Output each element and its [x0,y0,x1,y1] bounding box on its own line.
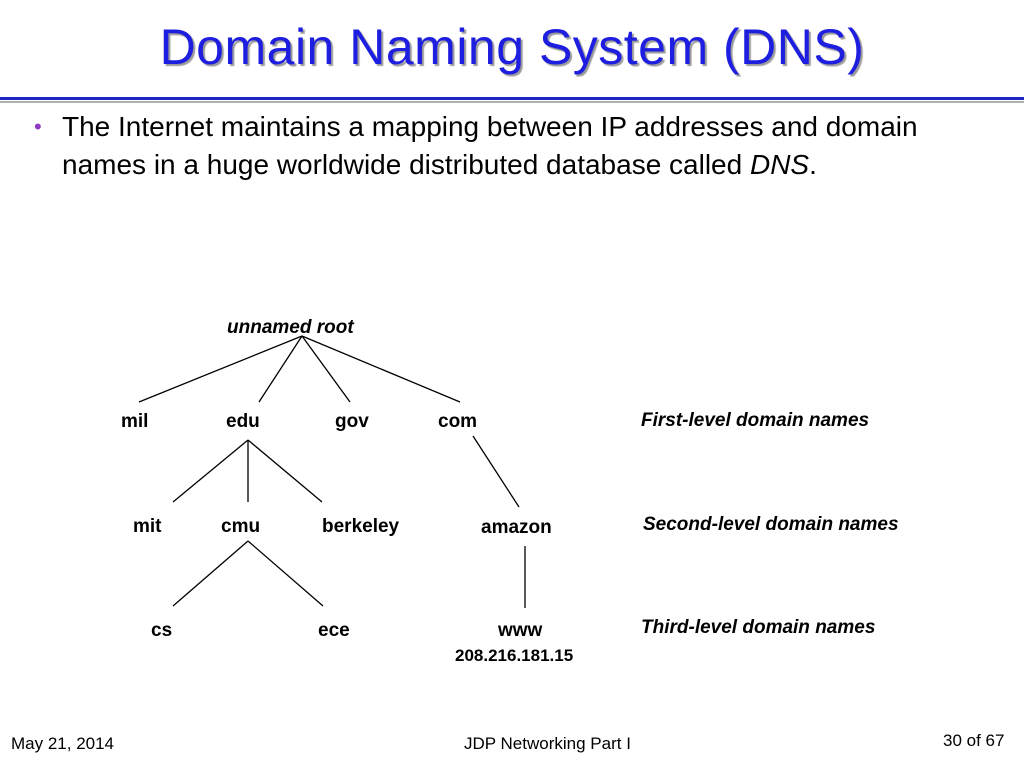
edge-root-com [301,335,461,403]
node-ece: ece [318,620,350,641]
edge-root-mil [138,335,303,403]
node-gov: gov [335,411,369,432]
bullet-emphasis: DNS [749,149,810,180]
node-www: www [498,620,543,641]
footer-course: JDP Networking Part I [464,734,631,753]
node-mil: mil [121,411,149,432]
footer-date: May 21, 2014 [11,734,115,753]
edge-cmu-ece [247,540,324,607]
node-root: unnamed root [227,317,354,338]
bullet-end: . [809,149,817,180]
node-cs: cs [151,620,173,641]
level-label-third: Third-level domain names [641,617,876,638]
bullet-point: • The Internet maintains a mapping betwe… [34,108,994,184]
node-com: com [438,411,478,432]
edge-edu-berkeley [247,439,323,503]
footer-page-number: 30 of 67 [943,731,1005,750]
edge-cmu-cs [172,540,249,607]
bullet-text: The Internet maintains a mapping between… [62,108,994,184]
edge-root-edu [258,335,303,403]
node-ip-address: 208.216.181.15 [455,646,574,665]
edge-root-gov [301,335,351,403]
title-divider [0,97,1024,100]
edge-edu-mit [172,439,249,503]
node-edu: edu [226,411,260,432]
node-cmu: cmu [221,516,261,537]
bullet-body: The Internet maintains a mapping between… [62,111,918,180]
node-mit: mit [133,516,162,537]
level-label-first: First-level domain names [641,410,870,431]
bullet-icon: • [34,114,42,139]
title-divider-shadow [0,101,1024,103]
node-amazon: amazon [481,517,552,538]
edge-com-amazon [472,435,520,508]
node-berkeley: berkeley [322,516,400,537]
slide-title: Domain Naming System (DNS) [159,19,865,75]
level-label-second: Second-level domain names [643,514,899,535]
